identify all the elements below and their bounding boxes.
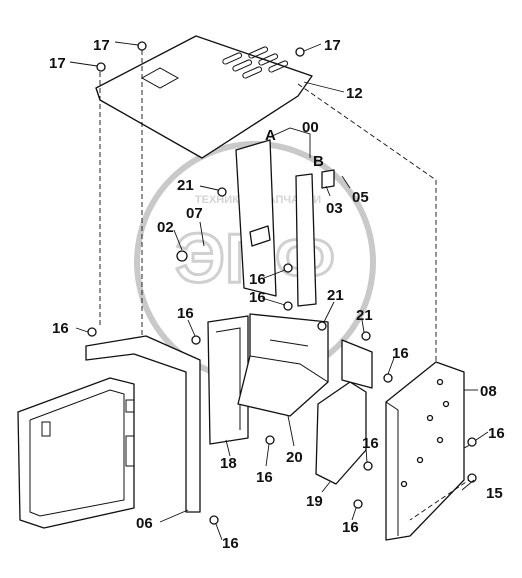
cover-vent-slots xyxy=(222,46,289,79)
leader-lines xyxy=(69,41,489,541)
bracket-20 xyxy=(237,313,329,417)
plate-18 xyxy=(207,315,249,445)
label-07: 07 xyxy=(186,205,203,222)
label-05: 05 xyxy=(352,189,369,206)
label-00: 00 xyxy=(302,119,319,136)
label-06: 06 xyxy=(136,515,153,532)
label-15: 15 xyxy=(486,485,503,502)
label-17: 17 xyxy=(93,37,110,54)
label-21: 21 xyxy=(177,177,194,194)
bolts xyxy=(176,187,477,525)
label-16: 16 xyxy=(362,435,379,452)
label-20: 20 xyxy=(286,449,303,466)
part-labels: 17 17 17 12 00 A B 21 03 05 02 07 16 16 … xyxy=(49,37,505,552)
label-16: 16 xyxy=(256,469,273,486)
label-19: 19 xyxy=(306,493,323,510)
label-02: 02 xyxy=(157,219,174,236)
label-16: 16 xyxy=(488,425,505,442)
label-03: 03 xyxy=(326,200,343,217)
side-panel-08 xyxy=(385,361,465,541)
label-12: 12 xyxy=(346,85,363,102)
label-16: 16 xyxy=(342,519,359,536)
front-frame-06 xyxy=(17,327,201,529)
label-A: A xyxy=(265,127,276,144)
label-16: 16 xyxy=(249,289,266,306)
label-16: 16 xyxy=(392,345,409,362)
label-21: 21 xyxy=(356,307,373,324)
label-16: 16 xyxy=(52,320,69,337)
label-21: 21 xyxy=(327,287,344,304)
label-17: 17 xyxy=(49,55,66,72)
label-16: 16 xyxy=(177,305,194,322)
label-16: 16 xyxy=(222,535,239,552)
top-cover-12 xyxy=(95,35,313,159)
label-B: B xyxy=(313,153,324,170)
label-17: 17 xyxy=(324,37,341,54)
label-18: 18 xyxy=(220,455,237,472)
bracket-assembly-00 xyxy=(235,139,335,307)
label-08: 08 xyxy=(480,383,497,400)
label-16: 16 xyxy=(249,271,266,288)
